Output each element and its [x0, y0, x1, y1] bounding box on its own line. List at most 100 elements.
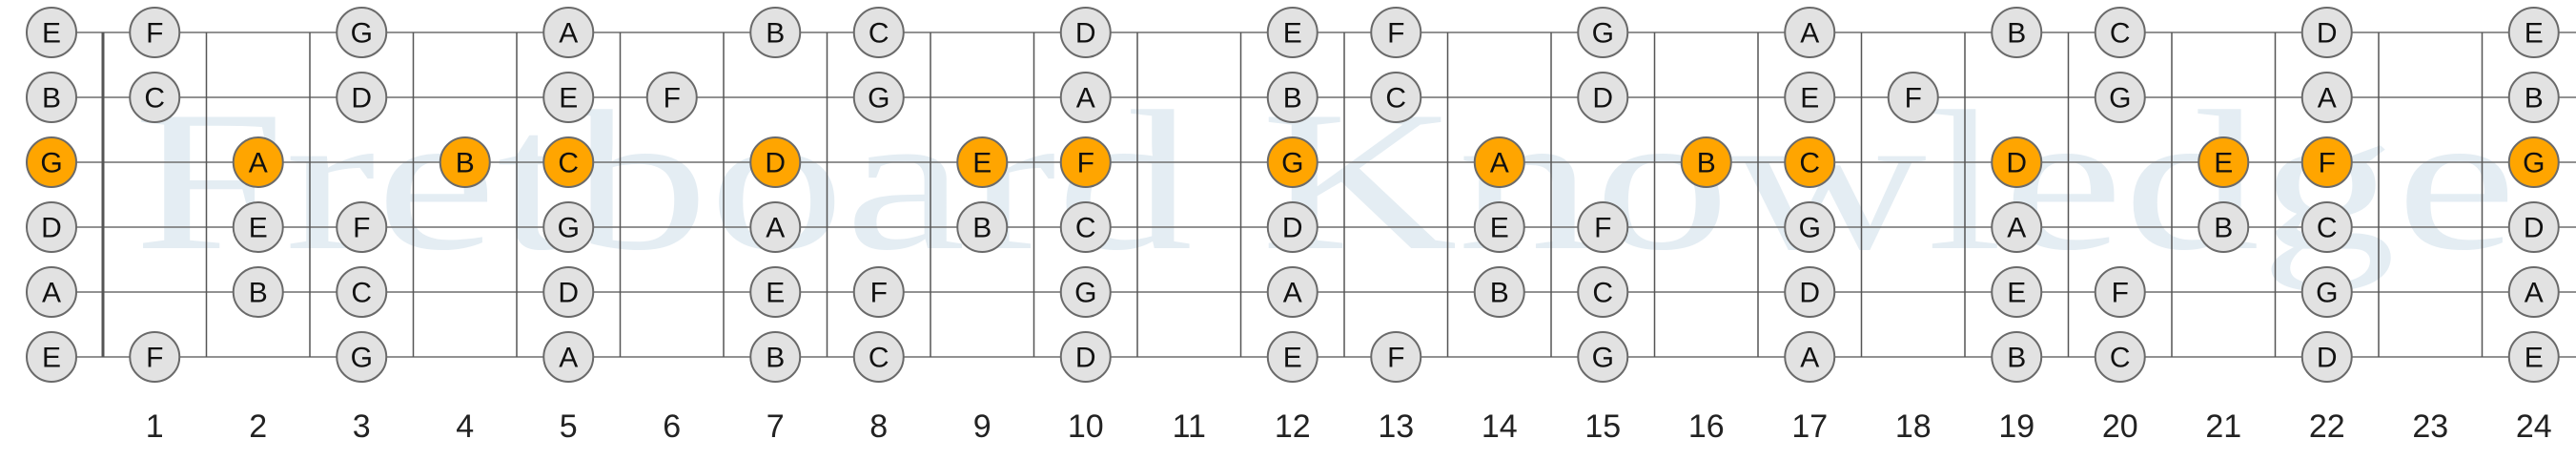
note-marker: B	[439, 136, 491, 188]
note-circle	[542, 201, 595, 253]
note-circle	[1266, 266, 1319, 318]
fret-number: 17	[1791, 408, 1828, 445]
note-label: F	[2319, 148, 2336, 179]
note-label: G	[2523, 148, 2545, 179]
note-marker: G	[1784, 201, 1836, 253]
note-marker: B	[1991, 331, 2043, 383]
note-label: A	[766, 213, 785, 244]
note-marker: C	[1784, 136, 1836, 188]
note-label: A	[559, 343, 578, 374]
note-marker: D	[2300, 7, 2353, 58]
highlighted-note-circle	[1473, 136, 1525, 188]
note-marker: A	[1784, 7, 1836, 58]
note-marker: E	[26, 7, 77, 58]
note-label: B	[456, 148, 475, 179]
note-marker: G	[26, 136, 77, 188]
note-marker: C	[2094, 7, 2146, 58]
highlighted-note-circle	[439, 136, 491, 188]
note-label: A	[2007, 213, 2026, 244]
note-label: C	[1385, 83, 1406, 115]
note-marker: E	[749, 266, 802, 318]
note-label: D	[1282, 213, 1303, 244]
note-label: E	[42, 343, 61, 374]
note-marker: G	[542, 201, 595, 253]
highlighted-note-circle	[232, 136, 284, 188]
note-marker: B	[26, 72, 77, 123]
note-circle	[1991, 266, 2043, 318]
note-circle	[2300, 7, 2353, 58]
note-marker: A	[749, 201, 802, 253]
note-marker: D	[1784, 266, 1836, 318]
note-label: D	[765, 148, 786, 179]
note-label: A	[1800, 18, 1819, 50]
note-marker: A	[542, 7, 595, 58]
note-circle	[1577, 331, 1629, 383]
note-label: F	[2112, 278, 2129, 309]
note-circle	[1059, 331, 1112, 383]
note-marker: D	[1059, 7, 1112, 58]
fret-number: 13	[1378, 408, 1414, 445]
note-label: E	[1800, 83, 1819, 115]
note-marker: F	[2300, 136, 2353, 188]
note-circle	[2094, 331, 2146, 383]
note-marker: D	[1266, 201, 1319, 253]
note-label: E	[972, 148, 992, 179]
note-marker: E	[232, 201, 284, 253]
note-marker: F	[1577, 201, 1629, 253]
highlighted-note-circle	[2507, 136, 2560, 188]
note-marker: F	[645, 72, 698, 123]
fret-number: 11	[1173, 408, 1206, 445]
note-marker: A	[1991, 201, 2043, 253]
note-marker: A	[542, 331, 595, 383]
note-label: C	[2110, 343, 2131, 374]
note-label: E	[1283, 343, 1302, 374]
note-circle	[1577, 266, 1629, 318]
note-marker: E	[2198, 136, 2250, 188]
note-label: G	[1592, 343, 1614, 374]
note-circle	[1784, 331, 1836, 383]
note-marker: E	[1473, 201, 1525, 253]
note-label: C	[869, 18, 889, 50]
note-marker: G	[336, 7, 388, 58]
note-circle	[1577, 201, 1629, 253]
note-marker: C	[542, 136, 595, 188]
note-label: G	[1799, 213, 1821, 244]
highlighted-note-circle	[1266, 136, 1319, 188]
note-marker: C	[1370, 72, 1422, 123]
note-marker: D	[1059, 331, 1112, 383]
note-marker: C	[2300, 201, 2353, 253]
note-marker: A	[232, 136, 284, 188]
note-label: E	[42, 18, 61, 50]
note-circle	[2300, 266, 2353, 318]
note-label: C	[1799, 148, 1820, 179]
note-label: B	[972, 213, 992, 244]
note-circle	[542, 7, 595, 58]
fret-number: 1	[146, 408, 164, 445]
note-label: B	[2007, 343, 2026, 374]
note-label: A	[1283, 278, 1302, 309]
note-marker: G	[852, 72, 905, 123]
fret-number: 15	[1584, 408, 1621, 445]
fret-number: 24	[2516, 408, 2552, 445]
note-label: G	[2316, 278, 2338, 309]
note-label: D	[41, 213, 62, 244]
note-circle	[2507, 331, 2560, 383]
note-circle	[129, 331, 181, 383]
note-label: C	[1592, 278, 1613, 309]
note-marker: E	[2507, 7, 2560, 58]
note-marker: C	[852, 331, 905, 383]
note-circle	[1991, 331, 2043, 383]
note-circle	[1784, 72, 1836, 123]
note-label: G	[1592, 18, 1614, 50]
note-circle	[1266, 7, 1319, 58]
note-marker: F	[1370, 7, 1422, 58]
note-marker: D	[542, 266, 595, 318]
note-marker: G	[1266, 136, 1319, 188]
note-label: D	[1799, 278, 1820, 309]
note-label: E	[2525, 18, 2544, 50]
note-label: G	[351, 343, 373, 374]
note-circle	[1059, 201, 1112, 253]
note-circle	[542, 266, 595, 318]
